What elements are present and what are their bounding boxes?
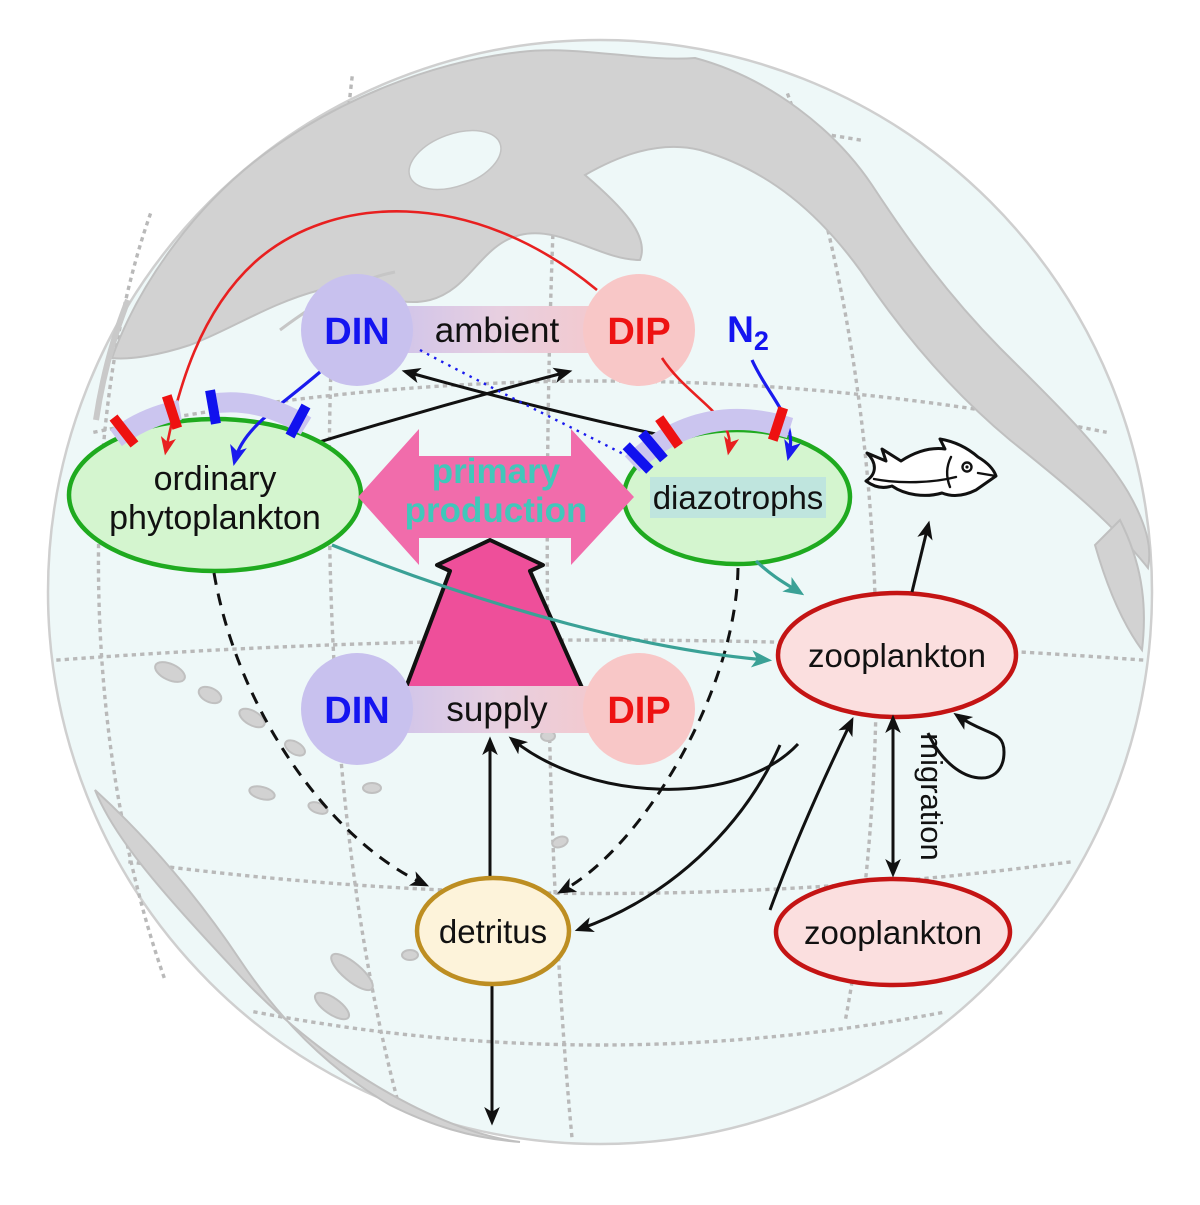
arrow-diazotrophs-to-zooplankton bbox=[754, 559, 805, 596]
uptake-arrows bbox=[160, 210, 801, 469]
dip-ambient-label: DIP bbox=[607, 311, 670, 353]
diazotroph-red-ticks bbox=[655, 406, 789, 449]
sea-of-okhotsk bbox=[408, 129, 502, 191]
din-ambient-label: DIN bbox=[324, 311, 389, 353]
new-zealand bbox=[330, 952, 374, 992]
supply-label: supply bbox=[446, 690, 548, 729]
arrow-din-to-diazotrophs-dotted bbox=[419, 348, 651, 469]
arrow-zooplankton-to-fish bbox=[910, 520, 933, 593]
detritus-label: detritus bbox=[439, 913, 547, 950]
zooplankton-deep-ellipse bbox=[773, 876, 1013, 988]
n2-base: N bbox=[727, 309, 754, 350]
primary-production-arrow bbox=[358, 429, 634, 565]
diazotrophs-label: diazotrophs bbox=[653, 479, 824, 516]
primary-production-line1: primary bbox=[432, 452, 561, 491]
phytoplankton-label-line2: phytoplankton bbox=[109, 499, 321, 537]
din-supply-label: DIN bbox=[324, 690, 389, 732]
arrow-deep-zooplankton-to-surface bbox=[768, 716, 854, 911]
arrow-phytoplankton-to-detritus-dashed bbox=[212, 572, 430, 887]
ambient-pool: DIN ambient DIP bbox=[301, 274, 695, 386]
n2-subscript: 2 bbox=[754, 326, 769, 356]
ambient-label: ambient bbox=[435, 311, 560, 350]
arrow-dip-to-diazotrophs bbox=[660, 357, 740, 456]
din-ambient-bubble bbox=[301, 274, 413, 386]
zooplankton-self-loop bbox=[926, 712, 1006, 780]
membrane-transporters bbox=[109, 389, 794, 474]
diazotrophs-membrane-segment bbox=[624, 409, 794, 472]
arrow-diazotrophs-to-detritus-dashed bbox=[557, 567, 740, 894]
phytoplankton-label-line1: ordinary bbox=[154, 460, 277, 498]
dip-supply-bubble bbox=[583, 653, 695, 765]
migration-label: migration bbox=[914, 733, 949, 861]
continent-baja bbox=[1093, 518, 1145, 653]
zooplankton-flows bbox=[508, 716, 854, 933]
blue-transporter-ticks bbox=[205, 389, 311, 439]
continent-north bbox=[110, 49, 1151, 571]
red-transporter-ticks bbox=[109, 394, 183, 448]
arrow-dip-to-phytoplankton bbox=[160, 210, 598, 456]
detritus-ellipse bbox=[414, 875, 572, 987]
arrow-zooplankton-to-detritus bbox=[574, 744, 782, 933]
din-supply-bubble bbox=[301, 653, 413, 765]
mortality-flows bbox=[212, 567, 740, 894]
dip-supply-label: DIP bbox=[607, 690, 670, 732]
n2-label: N2 bbox=[727, 309, 769, 356]
diazotroph-blue-ticks bbox=[622, 429, 668, 474]
zooplankton-surface-label: zooplankton bbox=[808, 637, 986, 674]
arrow-diazotrophs-to-din bbox=[401, 368, 666, 438]
arrow-phytoplankton-to-dip bbox=[292, 367, 573, 452]
diazotrophs-highlight bbox=[650, 477, 826, 518]
zooplankton-deep-label: zooplankton bbox=[804, 914, 982, 951]
grazing-flows bbox=[331, 543, 805, 668]
arrow-phytoplankton-to-zooplankton bbox=[331, 543, 773, 668]
excretion-arrows bbox=[292, 367, 666, 452]
dip-ambient-bubble bbox=[583, 274, 695, 386]
limb-shade bbox=[93, 298, 131, 421]
fish-icon bbox=[864, 437, 998, 497]
primary-production-line2: production bbox=[405, 491, 588, 530]
continent-south-rim bbox=[94, 789, 521, 1143]
continents bbox=[93, 49, 1151, 1143]
detritus-vertical-flows bbox=[482, 736, 500, 1126]
supply-arrow-outline bbox=[403, 538, 585, 691]
supply-pool: DIN supply DIP bbox=[301, 653, 695, 765]
